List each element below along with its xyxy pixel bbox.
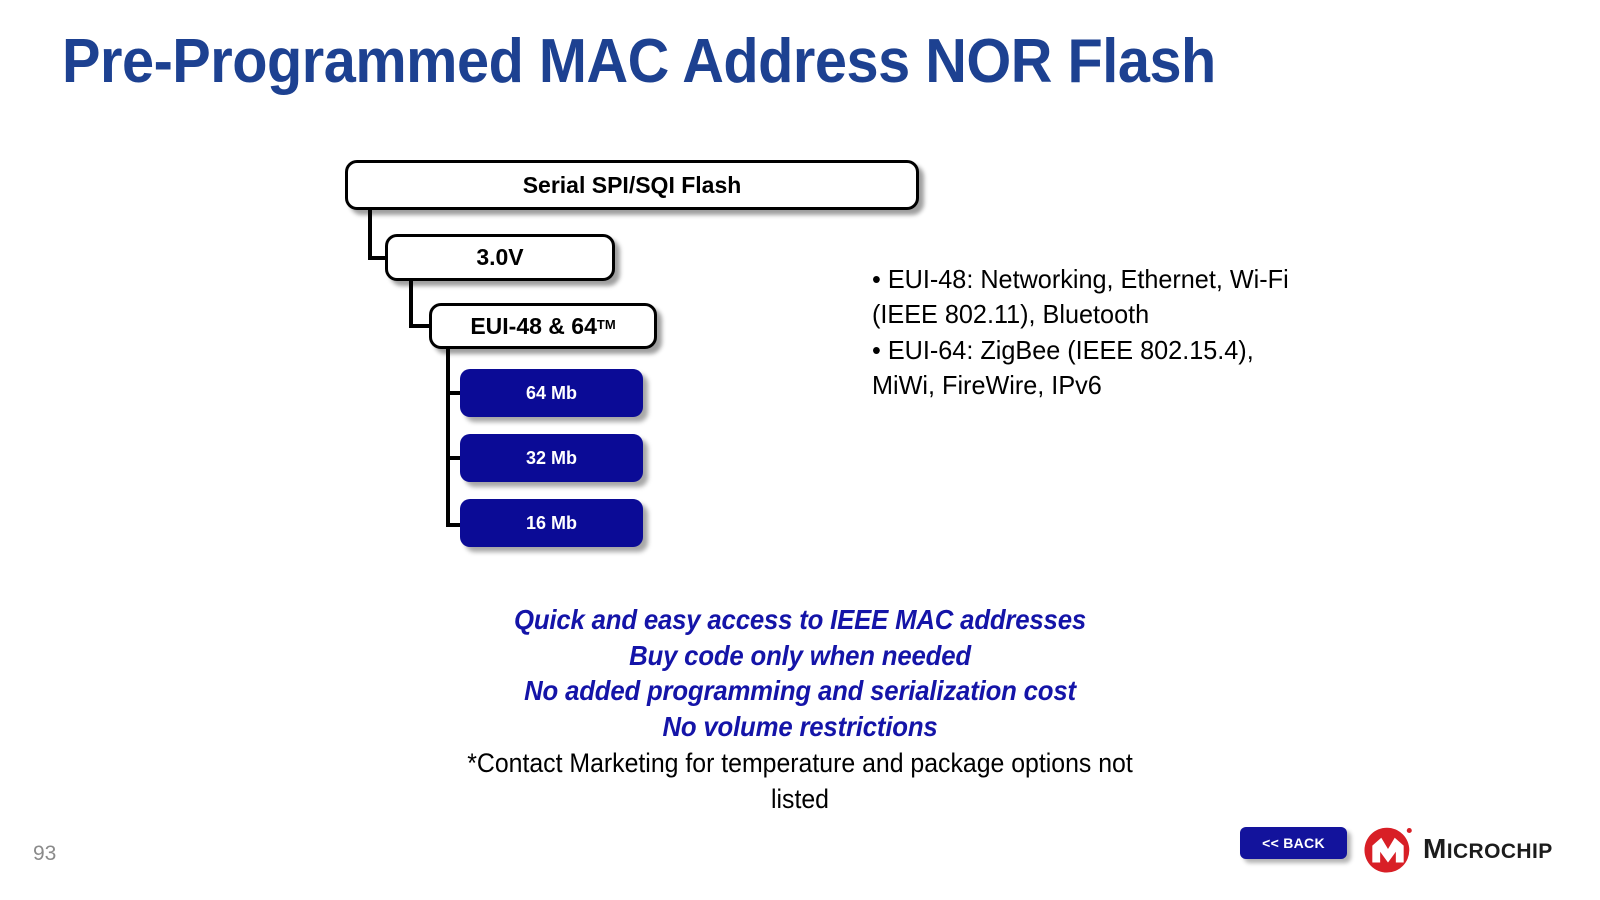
node-density-32mb-label: 32 Mb (525, 447, 577, 468)
wordmark-rest: ICROCHIP (1446, 840, 1553, 863)
footnote-line: *Contact Marketing for temperature and p… (467, 748, 1133, 779)
node-density-32mb[interactable]: 32 Mb (460, 434, 643, 482)
connector-eui-trunk-vertical (446, 347, 450, 527)
back-button-label: << BACK (1262, 835, 1325, 851)
footnote-line: listed (771, 784, 829, 815)
connector-voltage-to-eui-horizontal (409, 324, 433, 328)
benefits-block: Quick and easy access to IEEE MAC addres… (300, 602, 1300, 817)
node-eui-label: EUI-48 & 64 (470, 312, 597, 339)
page-number: 93 (33, 842, 57, 865)
connector-serial-to-voltage-vertical (368, 208, 372, 260)
node-density-64mb-label: 64 Mb (525, 382, 577, 403)
node-serial-spi-sqi-flash[interactable]: Serial SPI/SQI Flash (345, 160, 919, 210)
node-voltage-label: 3.0V (476, 244, 524, 270)
wordmark-initial: M (1423, 833, 1447, 864)
page-title: Pre-Programmed MAC Address NOR Flash (62, 27, 1216, 96)
node-density-64mb[interactable]: 64 Mb (460, 369, 643, 417)
trademark-superscript: TM (596, 316, 616, 332)
bullet-line: • EUI-64: ZigBee (IEEE 802.15.4), (872, 334, 1254, 365)
connector-trunk-to-32mb (446, 456, 464, 460)
back-button[interactable]: << BACK (1240, 827, 1347, 859)
benefit-line: No added programming and serialization c… (524, 675, 1076, 707)
benefit-line: Buy code only when needed (629, 639, 971, 671)
node-density-16mb-label: 16 Mb (525, 512, 577, 533)
node-serial-label: Serial SPI/SQI Flash (522, 171, 742, 198)
connector-voltage-to-eui-vertical (409, 279, 413, 328)
microchip-logo: MICROCHIP (1360, 820, 1585, 878)
bullet-line: MiWi, FireWire, IPv6 (872, 370, 1102, 401)
bullet-line: (IEEE 802.11), Bluetooth (872, 299, 1150, 330)
benefit-line: Quick and easy access to IEEE MAC addres… (514, 604, 1086, 635)
bullet-line: • EUI-48: Networking, Ethernet, Wi-Fi (872, 264, 1289, 294)
connector-trunk-to-64mb (446, 391, 464, 395)
connector-trunk-to-16mb (446, 523, 464, 527)
eui-application-bullets: • EUI-48: Networking, Ethernet, Wi-Fi (I… (872, 262, 1376, 403)
benefit-line: No volume restrictions (662, 710, 938, 742)
microchip-wordmark: MICROCHIP (1423, 835, 1553, 863)
node-voltage-3v[interactable]: 3.0V (385, 234, 615, 281)
microchip-logo-mark-icon (1364, 827, 1412, 873)
connector-serial-to-voltage-horizontal (368, 256, 389, 260)
node-density-16mb[interactable]: 16 Mb (460, 499, 643, 547)
